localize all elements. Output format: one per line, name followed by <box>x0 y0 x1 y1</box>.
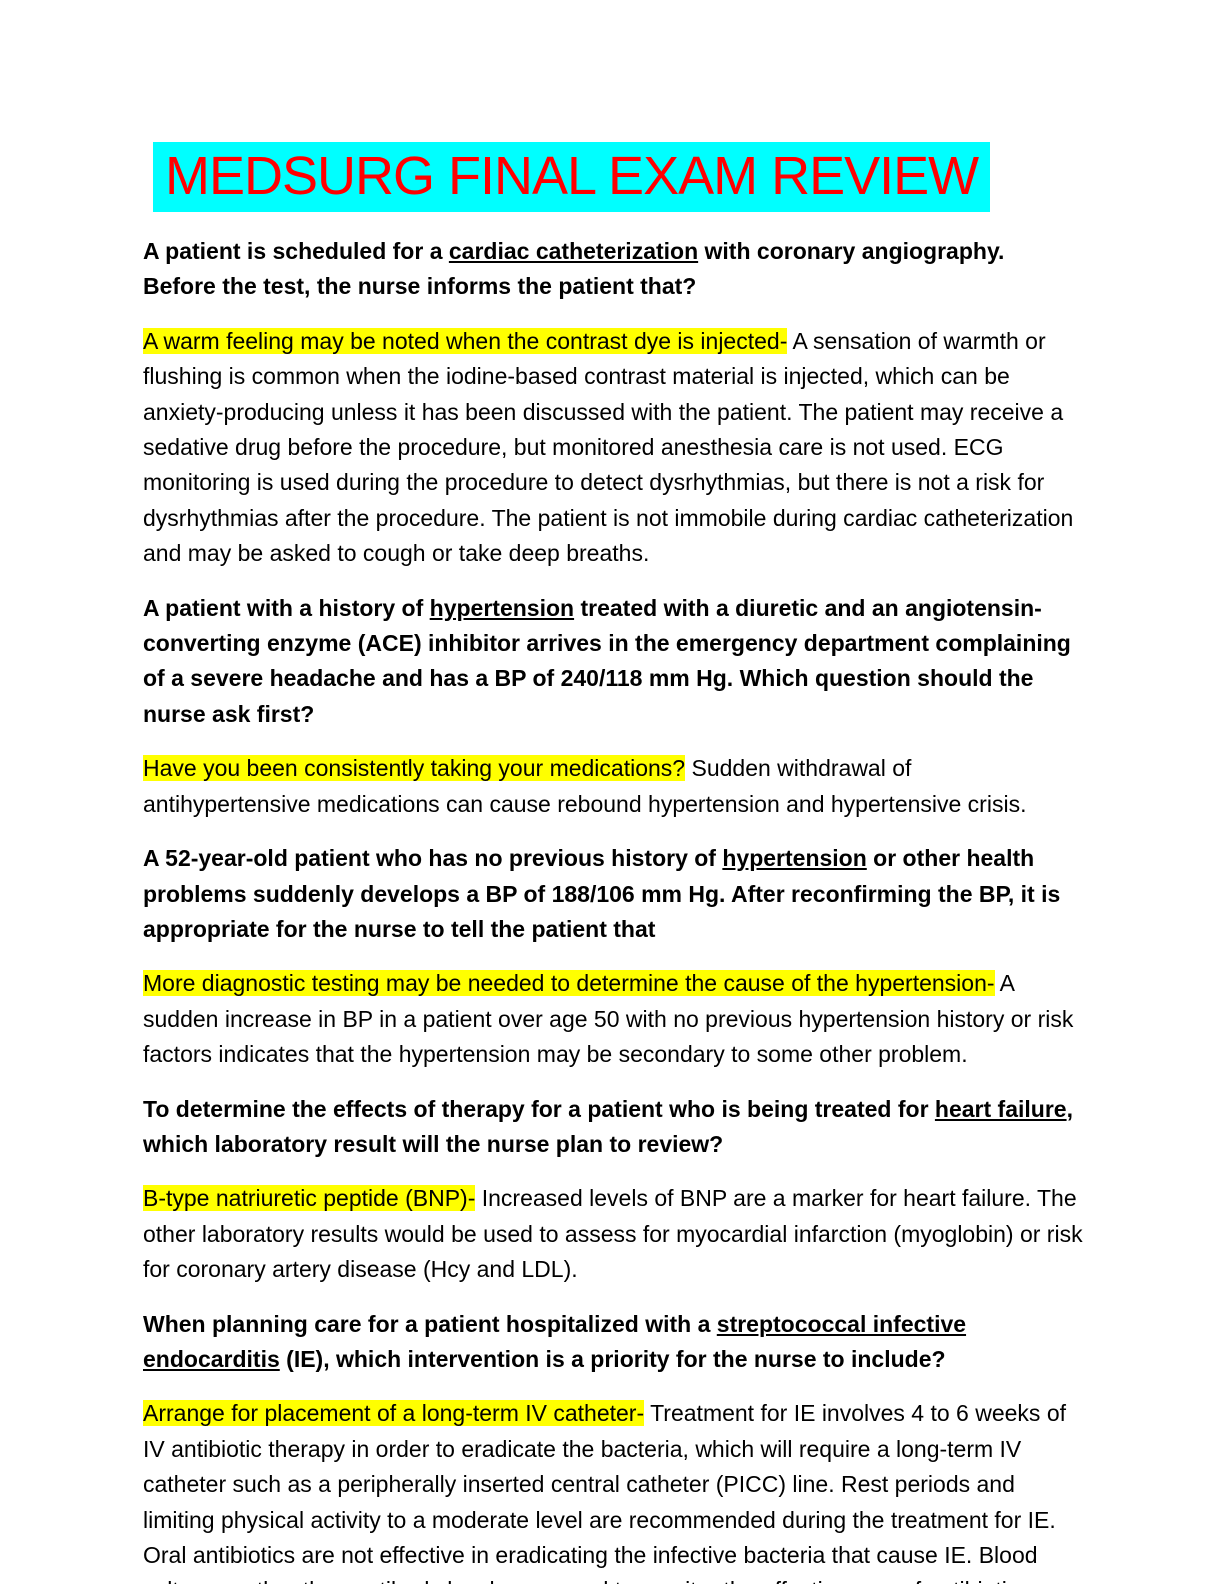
question-text: (IE), which intervention is a priority f… <box>279 1345 946 1372</box>
answer-paragraph: More diagnostic testing may be needed to… <box>143 966 1083 1072</box>
question-text: A 52-year-old patient who has no previou… <box>143 845 723 872</box>
question-text: or other health problems suddenly develo… <box>143 845 1061 942</box>
answer-explanation: Increased levels of BNP are a marker for… <box>143 1185 1083 1283</box>
question-text: To determine the effects of therapy for … <box>143 1095 935 1122</box>
question-paragraph: A patient is scheduled for a cardiac cat… <box>143 234 1083 305</box>
answer-explanation: Treatment for IE involves 4 to 6 weeks o… <box>143 1400 1067 1584</box>
question-paragraph: To determine the effects of therapy for … <box>143 1092 1083 1163</box>
question-text: with coronary angiography. Before the te… <box>143 238 1005 300</box>
underlined-term: heart failure <box>934 1095 1067 1122</box>
highlighted-answer: B-type natriuretic peptide (BNP)- <box>143 1185 476 1212</box>
question-text: , which laboratory result will the nurse… <box>143 1095 1073 1157</box>
answer-paragraph: Arrange for placement of a long-term IV … <box>143 1396 1083 1584</box>
answer-explanation: Sudden withdrawal of antihypertensive me… <box>143 755 1027 817</box>
underlined-term: hypertension <box>722 845 867 872</box>
page-title: MEDSURG FINAL EXAM REVIEW <box>153 142 991 212</box>
highlighted-answer: Have you been consistently taking your m… <box>143 755 686 782</box>
answer-paragraph: Have you been consistently taking your m… <box>143 751 1083 822</box>
answer-explanation: A sensation of warmth or flushing is com… <box>143 327 1074 567</box>
answer-explanation: A sudden increase in BP in a patient ove… <box>143 970 1074 1068</box>
highlighted-answer: More diagnostic testing may be needed to… <box>143 970 995 997</box>
question-text: When planning care for a patient hospita… <box>143 1310 717 1337</box>
question-text: A patient with a history of <box>143 594 430 621</box>
underlined-term: streptococcal infective endocarditis <box>143 1310 967 1372</box>
question-text: A patient is scheduled for a <box>143 238 449 264</box>
question-text: treated with a diuretic and an angiotens… <box>143 594 1071 727</box>
question-paragraph: A patient with a history of hypertension… <box>143 591 1083 733</box>
highlighted-answer: Arrange for placement of a long-term IV … <box>143 1400 645 1427</box>
underlined-term: cardiac catheterization <box>448 238 699 264</box>
qa-list: A patient is scheduled for a cardiac cat… <box>143 234 1083 1584</box>
question-paragraph: A 52-year-old patient who has no previou… <box>143 841 1083 947</box>
answer-paragraph: B-type natriuretic peptide (BNP)- Increa… <box>143 1181 1083 1287</box>
question-paragraph: When planning care for a patient hospita… <box>143 1307 1083 1378</box>
underlined-term: hypertension <box>429 594 575 621</box>
highlighted-answer: A warm feeling may be noted when the con… <box>143 327 788 354</box>
answer-paragraph: A warm feeling may be noted when the con… <box>143 324 1083 572</box>
